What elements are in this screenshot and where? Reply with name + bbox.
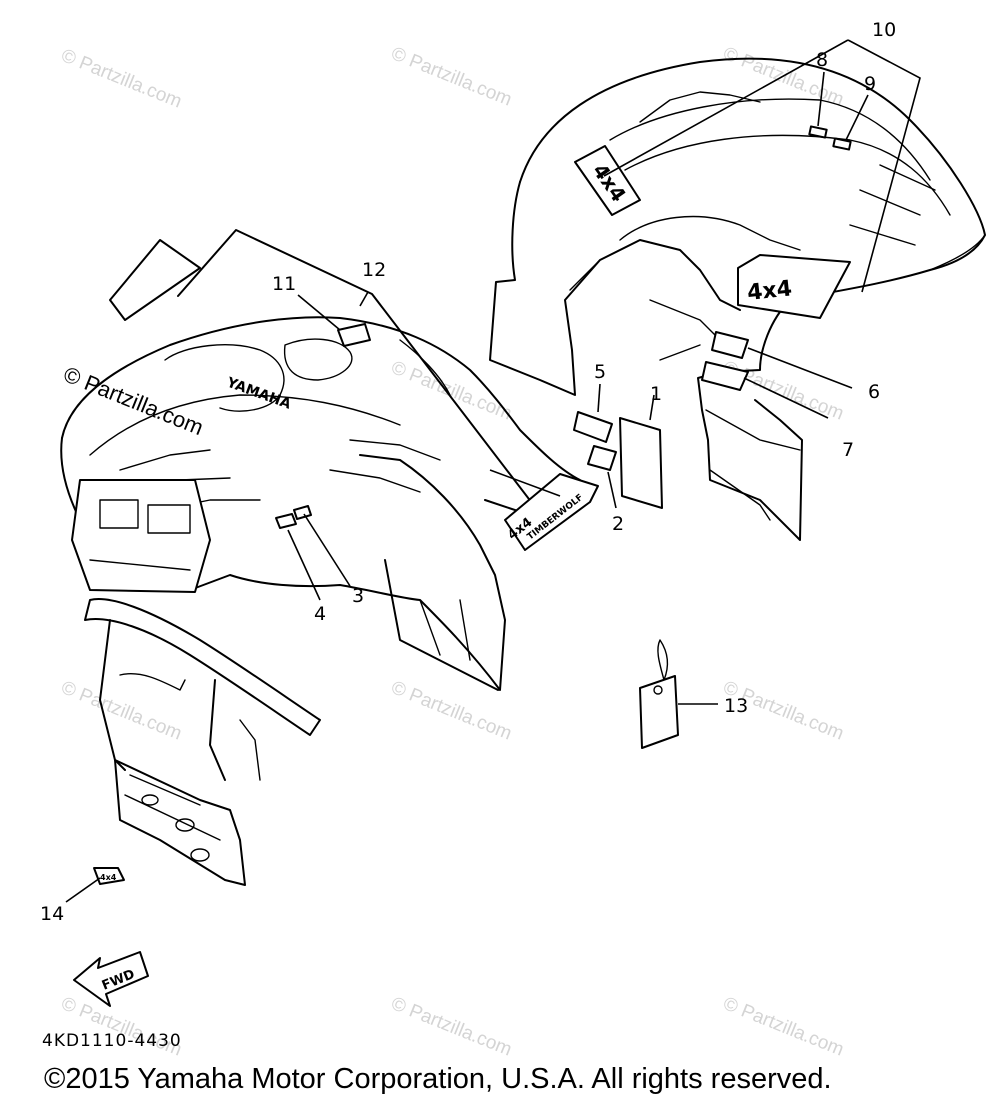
part-code: 4KD1110-4430	[42, 1031, 182, 1051]
fwd-arrow: FWD	[73, 951, 149, 1007]
front-fender: YAMAHA	[60, 316, 581, 691]
callout-14: 14	[40, 903, 64, 925]
callout-11: 11	[272, 273, 296, 295]
watermark: © Partzilla.com	[388, 357, 515, 424]
watermark: © Partzilla.com	[388, 677, 515, 744]
callout-9: 9	[864, 73, 876, 95]
callout-6: 6	[868, 381, 880, 403]
side-4x4-decal: 4x4	[746, 276, 793, 306]
watermark: © Partzilla.com	[720, 993, 847, 1060]
hang-tag	[639, 639, 679, 749]
leader-lines	[65, 39, 921, 903]
callout-7: 7	[842, 439, 854, 461]
watermark: © Partzilla.com	[58, 45, 185, 112]
callout-2: 2	[612, 513, 624, 535]
callout-3: 3	[352, 585, 364, 607]
watermark: © Partzilla.com	[388, 43, 515, 110]
guard-4x4-decal: 4x4	[100, 873, 117, 882]
watermark: © Partzilla.com	[388, 993, 515, 1060]
callout-8: 8	[816, 49, 828, 71]
loose-decals	[573, 411, 663, 509]
callout-5: 5	[594, 361, 606, 383]
yamaha-decal: YAMAHA	[224, 374, 293, 412]
front-guard: 4x4	[84, 598, 321, 886]
callout-1: 1	[650, 383, 662, 405]
callout-4: 4	[314, 603, 326, 625]
rear-fender: 4x4 4x4	[489, 57, 986, 541]
watermark: © Partzilla.com	[720, 357, 847, 424]
copyright-notice: ©2015 Yamaha Motor Corporation, U.S.A. A…	[44, 1063, 832, 1095]
watermark: © Partzilla.com	[58, 677, 185, 744]
callout-13: 13	[724, 695, 748, 717]
callouts: 1 2 3 4 5 6 7 8 9 10 11 12 13 14	[40, 19, 896, 925]
callout-10: 10	[872, 19, 896, 41]
callout-12: 12	[362, 259, 386, 281]
